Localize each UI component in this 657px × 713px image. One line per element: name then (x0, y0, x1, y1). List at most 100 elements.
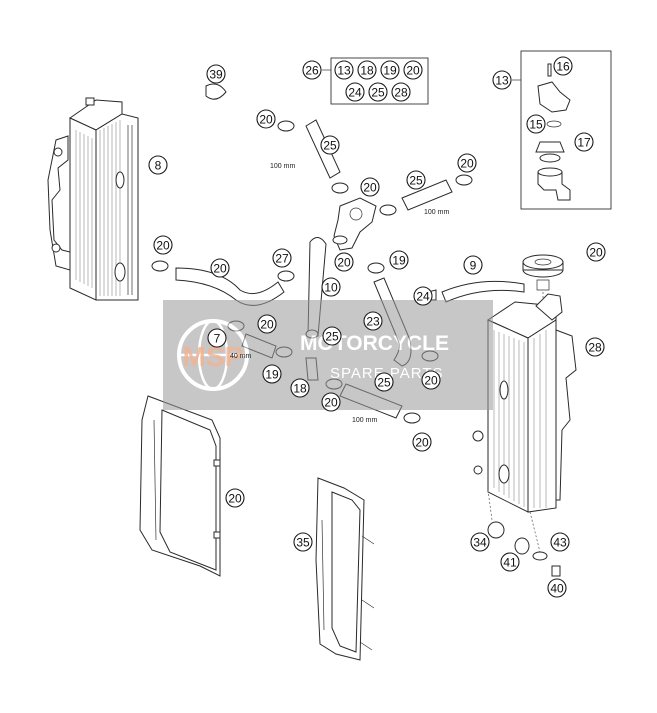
callout-20: 20 (412, 432, 432, 452)
callout-circle (321, 277, 341, 297)
callout-circle (547, 578, 567, 598)
callout-circle (210, 258, 230, 278)
callout-circle (421, 370, 441, 390)
callout-circle (256, 109, 276, 129)
callout-26: 26 (302, 60, 322, 80)
kit-box (330, 57, 429, 105)
radiator-cap (522, 254, 564, 300)
callout-number: 20 (260, 318, 274, 332)
callout-28: 28 (585, 337, 605, 357)
mount-parts (487, 489, 561, 577)
callout-9: 9 (463, 255, 483, 275)
callout-number: 15 (529, 118, 543, 132)
callout-18: 18 (357, 60, 377, 80)
callout-20: 20 (321, 392, 341, 412)
callout-number: 20 (156, 239, 170, 253)
callout-circle (148, 155, 168, 175)
callout-circle (553, 56, 573, 76)
callout-number: 25 (371, 86, 385, 100)
callout-19: 19 (389, 250, 409, 270)
callout-number: 19 (383, 64, 397, 78)
callout-circle (526, 114, 546, 134)
callout-18: 18 (290, 378, 310, 398)
callout-35: 35 (293, 532, 313, 552)
callout-number: 40 (550, 582, 564, 596)
callout-number: 20 (415, 436, 429, 450)
left-shroud (139, 395, 221, 577)
callout-circle (550, 532, 570, 552)
callout-circle (257, 314, 277, 334)
callout-19: 19 (262, 364, 282, 384)
callout-number: 20 (406, 64, 420, 78)
callout-43: 43 (550, 532, 570, 552)
callout-10: 10 (321, 277, 341, 297)
callout-circle (321, 392, 341, 412)
callout-17: 17 (574, 132, 594, 152)
callout-circle (585, 337, 605, 357)
callout-24: 24 (413, 286, 433, 306)
callout-circle (290, 378, 310, 398)
callout-25: 25 (320, 135, 340, 155)
callout-number: 20 (424, 374, 438, 388)
callout-34: 34 (470, 532, 490, 552)
callout-circle (574, 132, 594, 152)
left-radiator (47, 97, 139, 301)
callout-20: 20 (210, 258, 230, 278)
callout-number: 35 (296, 536, 310, 550)
callout-circle (368, 82, 388, 102)
dimension-label: 40 mm (230, 353, 252, 360)
callout-number: 25 (325, 330, 339, 344)
center-shroud (315, 477, 375, 661)
callout-circle (320, 135, 340, 155)
callout-number: 34 (473, 536, 487, 550)
callout-number: 18 (360, 64, 374, 78)
right-radiator (472, 293, 577, 513)
watermark: MSP MOTORCYCLE SPARE PARTS (163, 300, 493, 410)
callout-circle (225, 488, 245, 508)
callout-circle (586, 242, 606, 262)
callout-circle (363, 311, 383, 331)
callout-number: 19 (265, 368, 279, 382)
callout-40: 40 (547, 578, 567, 598)
callout-number: 43 (553, 536, 567, 550)
callout-24: 24 (345, 82, 365, 102)
callout-circle (153, 235, 173, 255)
callout-circle (334, 60, 354, 80)
callout-number: 39 (209, 68, 223, 82)
callout-number: 20 (589, 246, 603, 260)
callout-circle (500, 552, 520, 572)
callout-20: 20 (360, 177, 380, 197)
callout-number: 20 (259, 113, 273, 127)
callout-number: 20 (460, 157, 474, 171)
callout-circle (389, 250, 409, 270)
callout-20: 20 (256, 109, 276, 129)
callout-circle (380, 60, 400, 80)
callout-number: 13 (337, 64, 351, 78)
callout-circle (207, 328, 227, 348)
callout-number: 25 (323, 139, 337, 153)
callout-number: 7 (214, 332, 221, 346)
callout-number: 26 (305, 64, 319, 78)
callout-circle (302, 60, 322, 80)
callout-number: 24 (416, 290, 430, 304)
callout-number: 27 (275, 252, 289, 266)
callout-number: 17 (577, 136, 591, 150)
callout-15: 15 (526, 114, 546, 134)
callout-20: 20 (257, 314, 277, 334)
watermark-brand: MOTORCYCLE (300, 332, 449, 355)
callout-circle (262, 364, 282, 384)
callout-number: 20 (363, 181, 377, 195)
callout-number: 8 (155, 159, 162, 173)
callout-20: 20 (403, 60, 423, 80)
callout-number: 19 (392, 254, 406, 268)
callout-13: 13 (492, 70, 512, 90)
callout-number: 28 (588, 341, 602, 355)
callout-25: 25 (374, 372, 394, 392)
callout-circle (470, 532, 490, 552)
callout-28: 28 (391, 82, 411, 102)
callout-20: 20 (457, 153, 477, 173)
callout-25: 25 (406, 170, 426, 190)
callout-41: 41 (500, 552, 520, 572)
callout-number: 9 (470, 259, 477, 273)
